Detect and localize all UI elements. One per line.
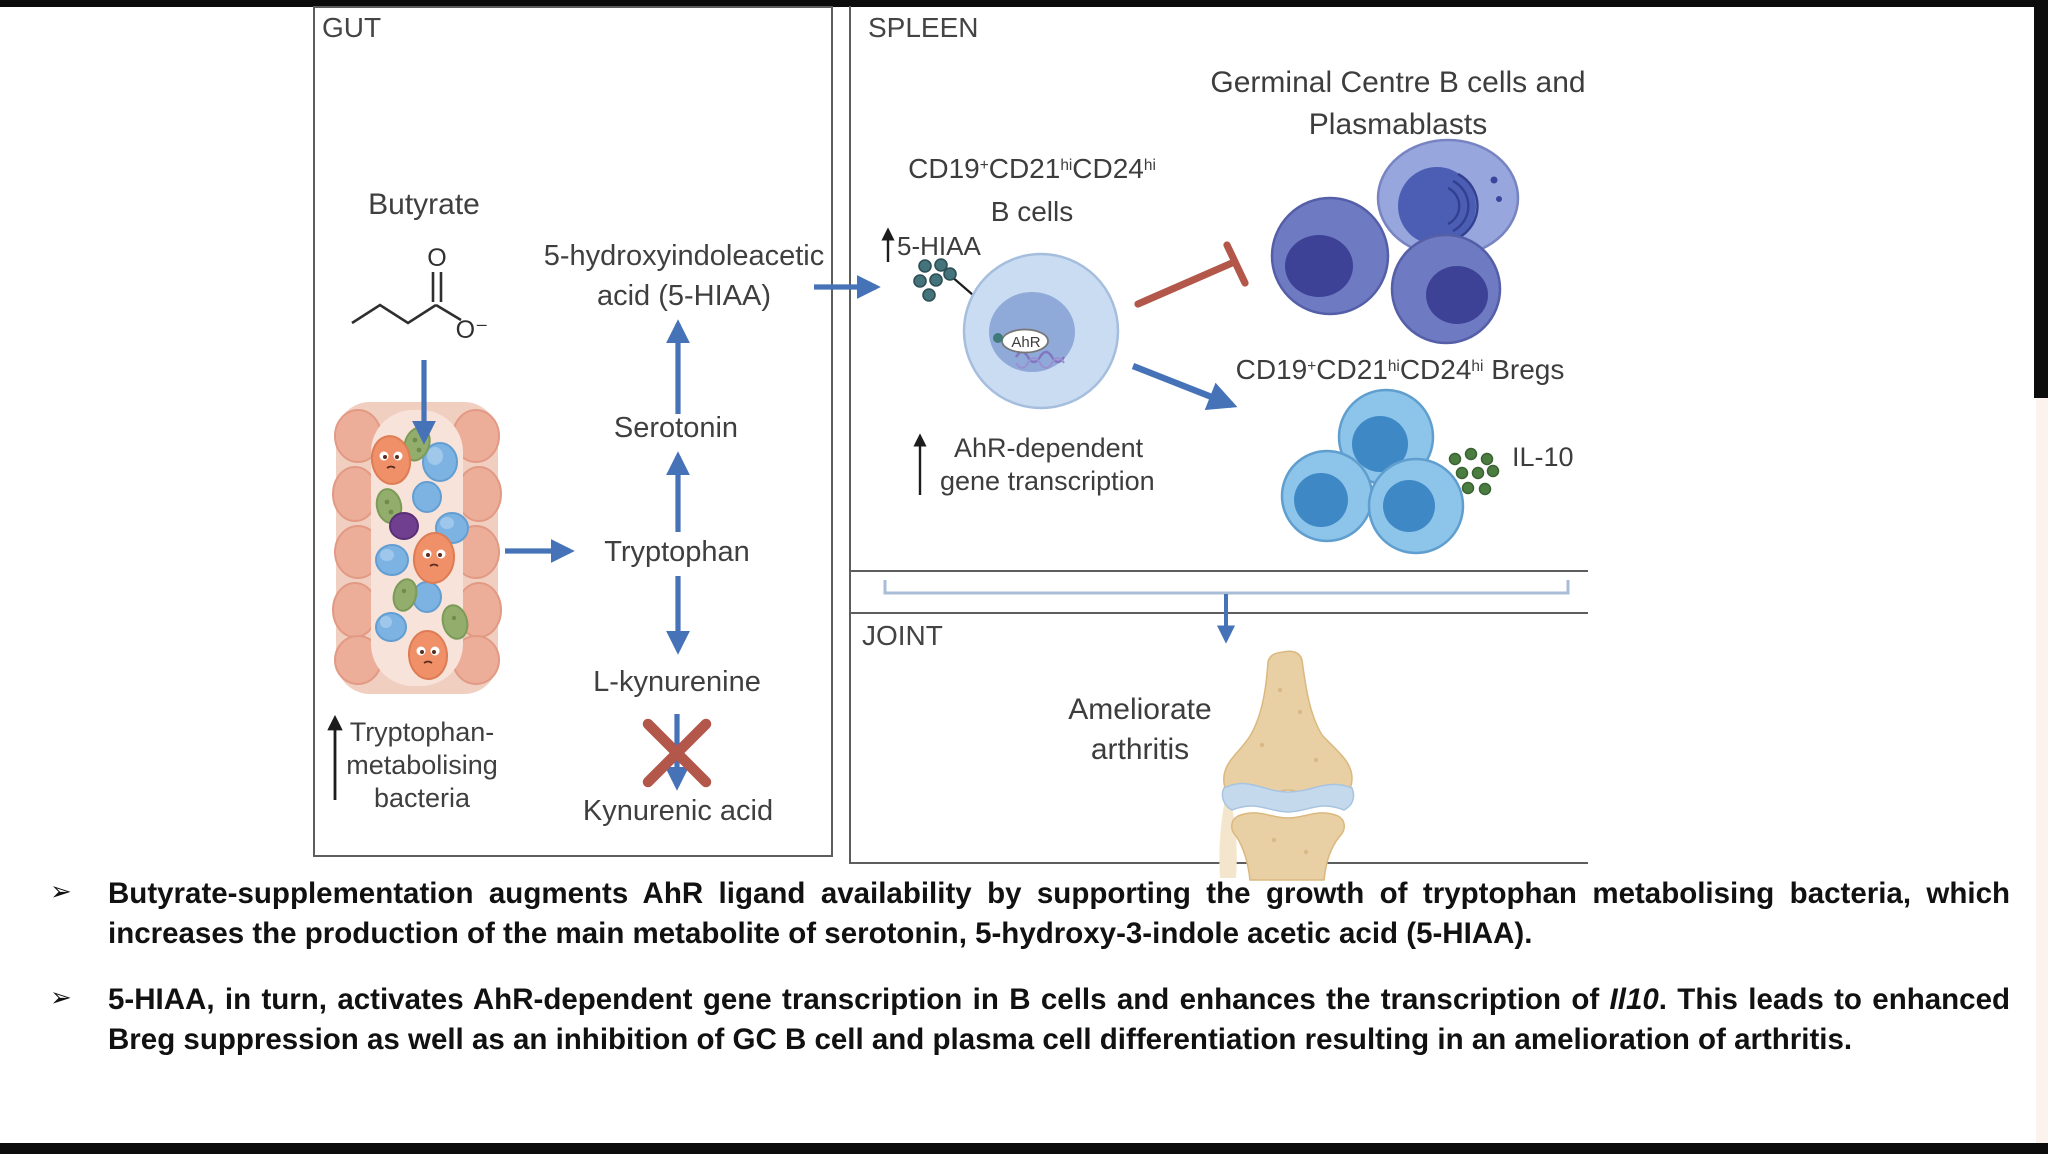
bullet-item-2: ➢ 5-HIAA, in turn, activates AhR-depende…	[50, 980, 2016, 1060]
top-edge-bar	[0, 0, 2048, 7]
cd-markers-line: CD19+CD21hiCD24hi	[908, 153, 1156, 184]
inhibition-tbar-icon	[1134, 241, 1249, 308]
microbe-faces	[379, 451, 446, 664]
bullet-1-text: Butyrate-supplementation augments AhR li…	[108, 877, 2010, 950]
spleen-box-label: SPLEEN	[868, 12, 979, 43]
ameliorate-line1: Ameliorate	[1068, 693, 1212, 726]
germinal-centre-cells-graphic	[1270, 138, 1520, 345]
joint-bottom-border	[849, 862, 1588, 864]
right-edge-bar	[2034, 0, 2048, 398]
joint-box-label: JOINT	[862, 620, 943, 651]
butyrate-label: Butyrate	[368, 188, 480, 221]
bullet-marker-icon: ➢	[50, 876, 72, 906]
bacteria-note-line1: Tryptophan-	[349, 717, 495, 747]
il10-label: IL-10	[1512, 442, 1574, 472]
hiaa-label: 5-hydroxyindoleacetic acid (5-HIAA)	[544, 236, 824, 316]
ahr-ligand-dot	[993, 333, 1003, 343]
cd19-bcells-label: CD19+CD21hiCD24hi B cells	[908, 150, 1156, 231]
joint-top-border	[849, 612, 1588, 614]
spleen-to-joint-bracket	[883, 580, 1570, 644]
ahr-transcription-note: AhR-dependent gene transcription	[940, 432, 1155, 498]
hiaa-label-line1: 5-hydroxyindoleacetic	[543, 240, 825, 272]
bacteria-note: Tryptophan- metabolising bacteria	[346, 716, 498, 815]
ahr-oval-label: AhR	[1011, 334, 1040, 351]
knee-joint-graphic	[1219, 650, 1355, 881]
gut-box	[313, 6, 833, 857]
il10-gene-italic: Il10	[1609, 983, 1659, 1016]
molecule-oxygen-top: O	[427, 244, 446, 272]
summary-bullets: ➢ Butyrate-supplementation augments AhR …	[50, 874, 2016, 1076]
spleen-bottom-border	[849, 570, 1588, 572]
gc-title-line1: Germinal Centre B cells and	[1210, 66, 1586, 99]
bacteria-note-line2: metabolising	[346, 750, 498, 780]
butyrate-molecule	[351, 272, 462, 325]
gut-villi-graphic	[332, 402, 502, 694]
bcell-graphic: AhR	[962, 252, 1120, 410]
l-kynurenine-label: L-kynurenine	[593, 666, 761, 698]
bcells-suffix: B cells	[990, 196, 1074, 227]
bullet-item-1: ➢ Butyrate-supplementation augments AhR …	[50, 874, 2016, 954]
breg-cells-graphic	[1280, 388, 1465, 555]
bullet-2-text: 5-HIAA, in turn, activates AhR-dependent…	[108, 983, 2010, 1056]
hiaa-label-line2: acid (5-HIAA)	[596, 280, 772, 312]
bregs-suffix: Bregs	[1491, 354, 1565, 385]
il10-molecule-dots	[1448, 447, 1500, 496]
arrow-bcell-to-bregs	[1131, 363, 1238, 411]
spleen-5hiaa-label: 5-HIAA	[897, 231, 981, 261]
molecule-oxygen-minus: O⁻	[456, 316, 489, 344]
hiaa-molecule-dots	[913, 258, 957, 302]
gc-title-line2: Plasmablasts	[1308, 108, 1488, 141]
ahr-note-line1: AhR-dependent	[954, 433, 1144, 463]
ameliorate-line2: arthritis	[1090, 733, 1190, 766]
bacteria-note-line3: bacteria	[373, 783, 471, 813]
serotonin-label: Serotonin	[613, 412, 739, 444]
blocked-pathway-x-icon	[642, 718, 712, 788]
plasmablast-er-arcs-icon	[1447, 172, 1479, 240]
right-edge-tint	[2036, 398, 2048, 1143]
kynurenic-acid-label: Kynurenic acid	[582, 795, 774, 827]
spleen-joint-left-border	[849, 6, 851, 864]
bottom-edge-bar	[0, 1143, 2048, 1154]
gut-box-label: GUT	[322, 12, 382, 43]
tryptophan-label: Tryptophan	[604, 536, 750, 568]
ahr-note-line2: gene transcription	[940, 466, 1155, 496]
ameliorate-caption: Ameliorate arthritis	[1068, 690, 1211, 770]
bullet-marker-icon: ➢	[50, 982, 72, 1012]
germinal-centre-title: Germinal Centre B cells and Plasmablasts	[1210, 62, 1585, 146]
cd19-bregs-label: CD19+CD21hiCD24hi Bregs	[1235, 354, 1565, 385]
